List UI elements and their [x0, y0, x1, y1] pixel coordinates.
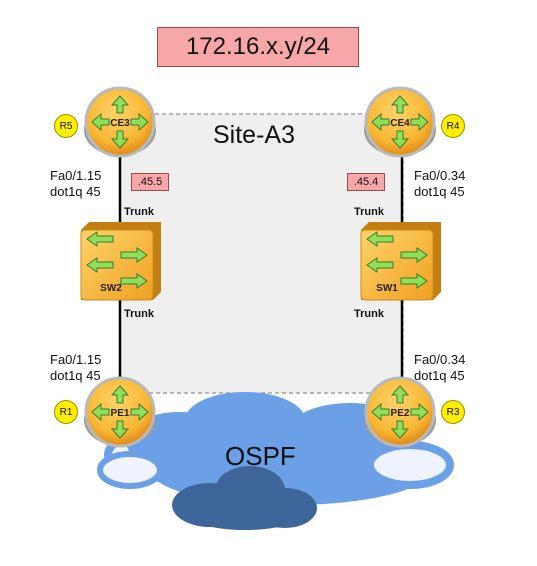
- interface-vlan-pe2: dot1q 45: [414, 368, 465, 383]
- subnet-label: 172.16.x.y/24: [157, 27, 359, 67]
- trunk-label-sw1-pe2: Trunk: [354, 308, 384, 320]
- device-name-pe2: PE2: [391, 408, 410, 419]
- device-name-sw2: SW2: [100, 283, 122, 294]
- trunk-label-ce3-sw2: Trunk: [124, 206, 154, 218]
- interface-vlan-pe1: dot1q 45: [50, 368, 101, 383]
- trunk-label-ce4-sw1: Trunk: [354, 206, 384, 218]
- ospf-label: OSPF: [225, 441, 296, 471]
- interface-vlan-ce3: dot1q 45: [50, 184, 101, 199]
- router-id-badge-pe2: R3: [441, 400, 465, 424]
- interface-pe2: Fa0/0.34 dot1q 45: [414, 352, 465, 384]
- router-id-badge-ce4: R4: [441, 114, 465, 138]
- site-area: [119, 113, 404, 394]
- interface-port-pe2: Fa0/0.34: [414, 352, 466, 367]
- switch-sw2: SW2: [80, 222, 161, 301]
- interface-vlan-ce4: dot1q 45: [414, 184, 465, 199]
- interface-pe1: Fa0/1.15 dot1q 45: [50, 352, 101, 384]
- device-name-ce4: CE4: [390, 118, 410, 129]
- address-ce3: .45.5: [131, 173, 169, 191]
- trunk-label-sw2-pe1: Trunk: [124, 308, 154, 320]
- address-ce4: .45.4: [347, 173, 385, 191]
- dark-cloud: [172, 466, 317, 530]
- interface-port-pe1: Fa0/1.15: [50, 352, 102, 367]
- device-name-pe1: PE1: [111, 408, 130, 419]
- router-pe1: PE1: [84, 376, 156, 448]
- router-pe2: PE2: [364, 376, 436, 448]
- router-id-badge-ce3: R5: [54, 114, 78, 138]
- router-ce4: CE4: [364, 86, 436, 158]
- router-ce3: CE3: [84, 86, 156, 158]
- interface-ce4: Fa0/0.34 dot1q 45: [414, 168, 465, 200]
- interface-port-ce3: Fa0/1.15: [50, 168, 102, 183]
- site-label: Site-A3: [213, 121, 295, 149]
- interface-port-ce4: Fa0/0.34: [414, 168, 466, 183]
- device-name-sw1: SW1: [376, 283, 398, 294]
- interface-ce3: Fa0/1.15 dot1q 45: [50, 168, 101, 200]
- router-id-badge-pe1: R1: [54, 400, 78, 424]
- device-name-ce3: CE3: [110, 118, 130, 129]
- switch-sw1: SW1: [360, 222, 441, 301]
